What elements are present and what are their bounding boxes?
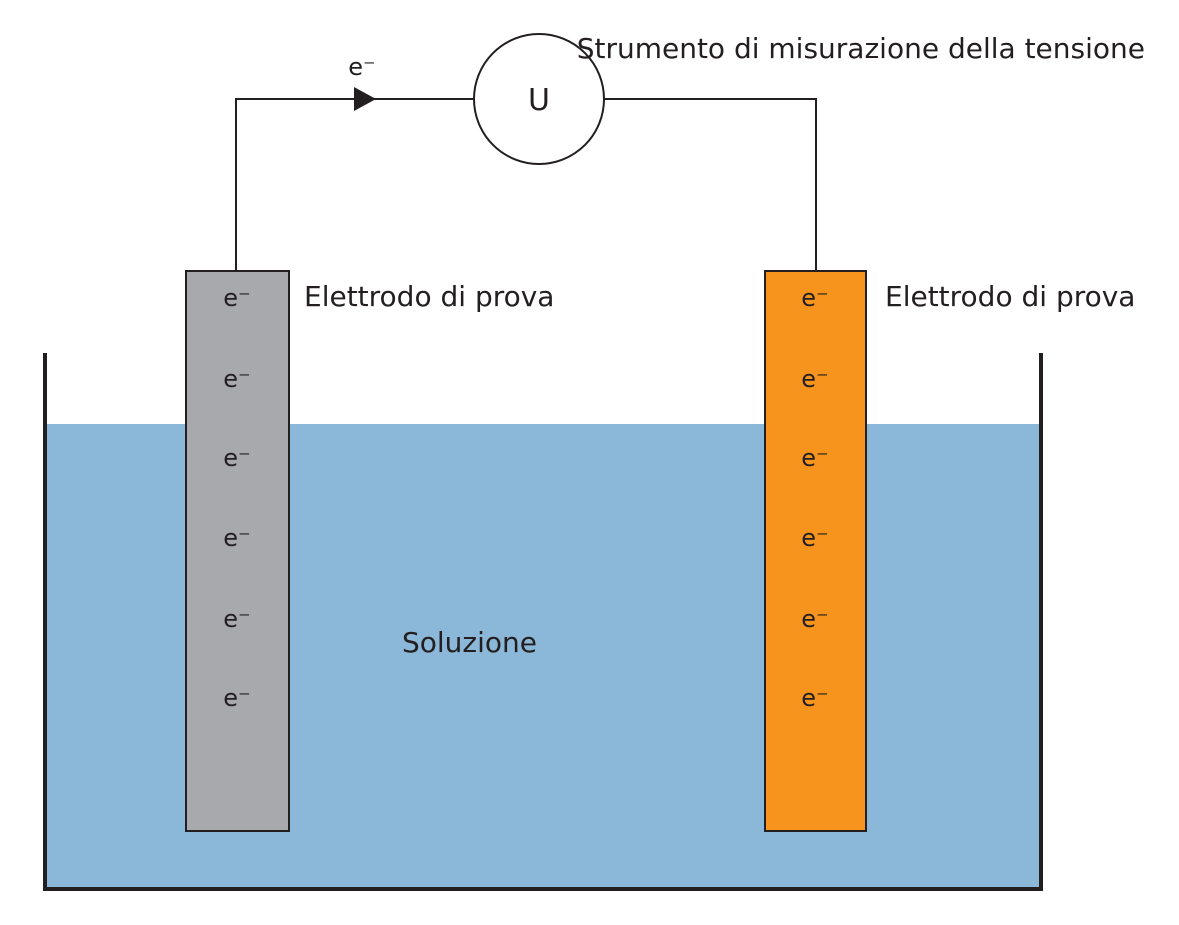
right-electron-label: e⁻ (801, 284, 828, 312)
left-electron-label: e⁻ (223, 444, 250, 472)
right-electron-label: e⁻ (801, 684, 828, 712)
left-electrode (185, 270, 290, 832)
right-electron-label: e⁻ (801, 524, 828, 552)
left-electrode-label: Elettrodo di prova (304, 280, 554, 313)
right-electron-label: e⁻ (801, 365, 828, 393)
left-electron-label: e⁻ (223, 684, 250, 712)
meter-caption: Strumento di misurazione della tensione (577, 32, 1145, 65)
container-vessel (43, 353, 1043, 891)
left-electron-label: e⁻ (223, 284, 250, 312)
right-electron-label: e⁻ (801, 444, 828, 472)
left-electrode-electrons: e⁻ e⁻ e⁻ e⁻ e⁻ e⁻ (223, 284, 250, 712)
solution-label: Soluzione (402, 626, 537, 659)
electron-flow-arrow (354, 87, 376, 111)
circuit-wire-right (604, 98, 817, 271)
right-electrode-electrons: e⁻ e⁻ e⁻ e⁻ e⁻ e⁻ (801, 284, 828, 712)
voltmeter-circle (473, 33, 605, 165)
circuit-wire-left (235, 98, 474, 271)
wire-electron-label: e⁻ (348, 53, 375, 81)
right-electrode-label: Elettrodo di prova (885, 280, 1135, 313)
right-electrode (764, 270, 867, 832)
left-electron-label: e⁻ (223, 365, 250, 393)
left-electron-label: e⁻ (223, 605, 250, 633)
voltmeter-symbol: U (528, 83, 550, 118)
left-electron-label: e⁻ (223, 524, 250, 552)
right-electron-label: e⁻ (801, 605, 828, 633)
